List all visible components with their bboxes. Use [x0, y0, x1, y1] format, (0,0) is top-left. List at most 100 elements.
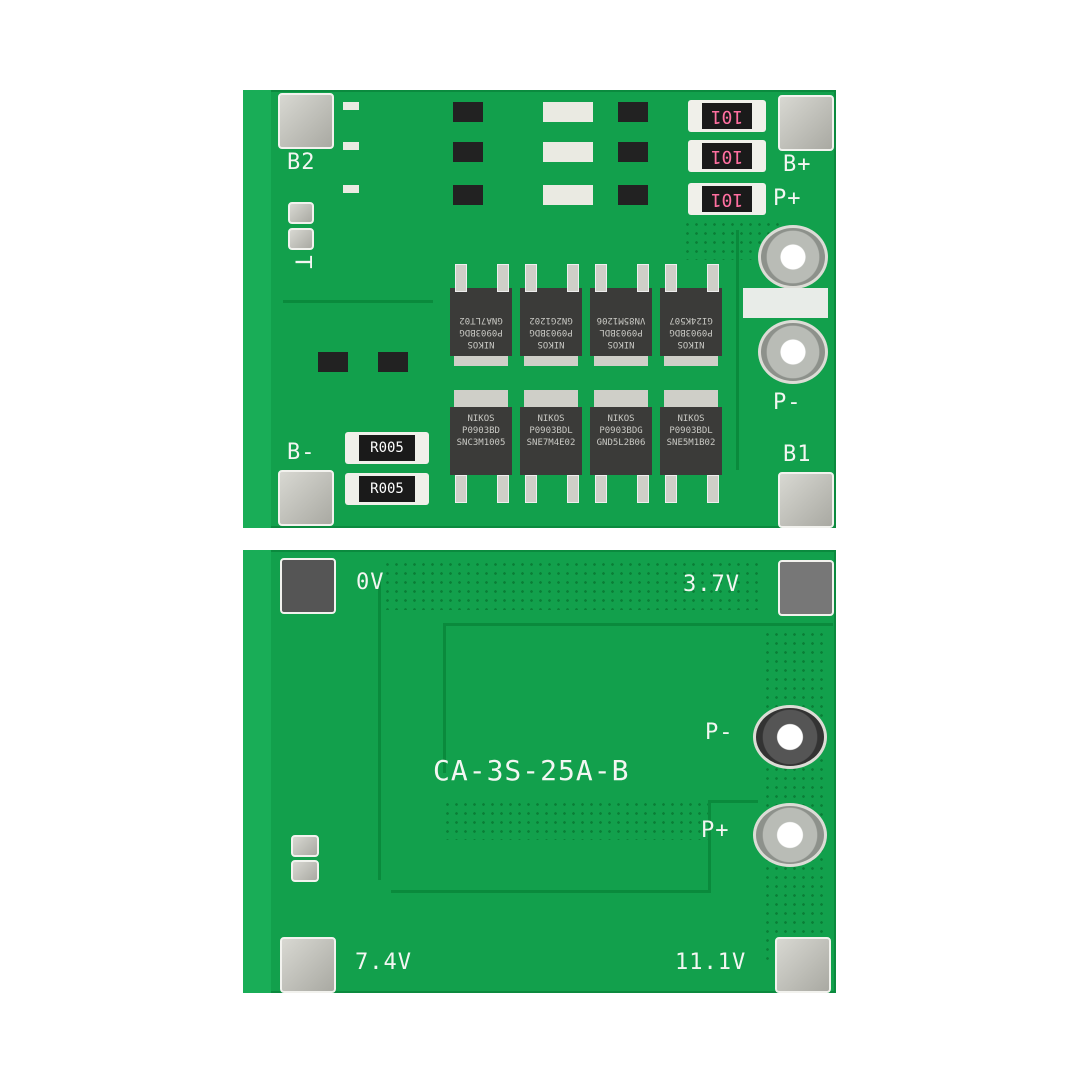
label-p-minus: P- [773, 390, 802, 415]
label-3-7v: 3.7V [683, 572, 740, 597]
resistor-101: 101 [688, 100, 766, 132]
label-11-1v: 11.1V [675, 950, 747, 975]
mosfet-lead [567, 475, 579, 503]
mosfet-part: P0903BDL [529, 426, 573, 436]
trace [708, 800, 758, 803]
mosfet-part: P0903BD [462, 426, 500, 436]
mosfet-lead [707, 475, 719, 503]
mosfet-part: P0903BDG [529, 327, 573, 337]
label-b1: B1 [783, 442, 812, 467]
label-0v: 0V [356, 570, 385, 595]
smd-component [453, 102, 483, 122]
via-grid [443, 800, 713, 840]
smd-component [618, 142, 648, 162]
mosfet-part: P0903BDG [599, 426, 643, 436]
smd-component [453, 185, 483, 205]
mosfet-tab [524, 390, 578, 408]
via-grid [763, 630, 823, 960]
smd-component [543, 102, 593, 122]
trace [736, 230, 739, 470]
pad-7-4v [280, 937, 336, 993]
pad-b-minus [278, 470, 334, 526]
label-p-plus: P+ [773, 186, 802, 211]
trace [283, 300, 433, 303]
mosfet-lot: GN2G1202 [529, 315, 573, 325]
mosfet-lead [455, 264, 467, 292]
mosfet: NIKOS P0903BDG GND5L2B06 [590, 407, 652, 475]
mosfet-lead [525, 475, 537, 503]
label-sticker [743, 288, 828, 318]
smd-component [343, 185, 359, 193]
pad-b1 [778, 472, 834, 528]
mosfet-lot: GI24K507 [669, 315, 713, 325]
mosfet-brand: NIKOS [537, 339, 565, 349]
label-t: T [289, 255, 315, 270]
smd-component [378, 352, 408, 372]
via-grid [383, 560, 763, 610]
resistor-marking: 101 [702, 103, 752, 129]
mosfet-part: P0903BDG [459, 327, 503, 337]
trace [708, 800, 711, 892]
pad-p-plus [753, 803, 827, 867]
smd-component [618, 102, 648, 122]
pad-small [291, 835, 319, 857]
smd-component [543, 142, 593, 162]
label-b-minus: B- [287, 440, 316, 465]
smd-component [343, 142, 359, 150]
mosfet-tab [454, 390, 508, 408]
mosfet-brand: NIKOS [537, 414, 565, 424]
pad-p-minus [753, 705, 827, 769]
mosfet-lead [567, 264, 579, 292]
pad-0v [280, 558, 336, 614]
pad-b2 [278, 93, 334, 149]
mosfet-part: P0903BDG [669, 327, 713, 337]
mosfet: NIKOS P0903BDG GNA7LT02 [450, 288, 512, 356]
resistor-marking: 101 [702, 143, 752, 169]
mosfet-tab [664, 390, 718, 408]
smd-component [318, 352, 348, 372]
smd-component [453, 142, 483, 162]
mosfet-brand: NIKOS [607, 414, 635, 424]
mosfet-lead [595, 475, 607, 503]
mosfet-brand: NIKOS [607, 339, 635, 349]
label-7-4v: 7.4V [355, 950, 412, 975]
mosfet-lot: GND5L2B06 [596, 438, 646, 448]
smd-component [543, 185, 593, 205]
hole-pad [758, 225, 828, 289]
pad-t2 [288, 228, 314, 250]
pad-small [291, 860, 319, 882]
mosfet-lead [637, 264, 649, 292]
mosfet-lead [497, 475, 509, 503]
model-label: CA-3S-25A-B [433, 754, 630, 787]
trace [443, 623, 446, 773]
pcb-bottom-side: 0V 3.7V P- CA-3S-25A-B P+ 7.4V 11.1V [243, 550, 836, 993]
mosfet-lead [455, 475, 467, 503]
board-edge [243, 90, 271, 528]
mosfet-lead [637, 475, 649, 503]
shunt-resistor: R005 [345, 432, 429, 464]
mosfet-brand: NIKOS [467, 414, 495, 424]
pad-3-7v [778, 560, 834, 616]
mosfet-lead [665, 475, 677, 503]
mosfet-lot: GNA7LT02 [459, 315, 503, 325]
board-edge [243, 550, 271, 993]
label-p-plus: P+ [701, 818, 730, 843]
label-b-plus: B+ [783, 152, 812, 177]
mosfet-lead [497, 264, 509, 292]
shunt-marking: R005 [359, 476, 415, 502]
pad-t1 [288, 202, 314, 224]
mosfet-lot: VN85M1206 [596, 315, 646, 325]
pad-b-plus [778, 95, 834, 151]
label-p-minus: P- [705, 720, 734, 745]
mosfet-lead [707, 264, 719, 292]
shunt-marking: R005 [359, 435, 415, 461]
mosfet-brand: NIKOS [467, 339, 495, 349]
mosfet-lot: SNE5M1B02 [666, 438, 716, 448]
mosfet-lead [665, 264, 677, 292]
resistor-101: 101 [688, 183, 766, 215]
mosfet-part: P0903BDL [669, 426, 713, 436]
